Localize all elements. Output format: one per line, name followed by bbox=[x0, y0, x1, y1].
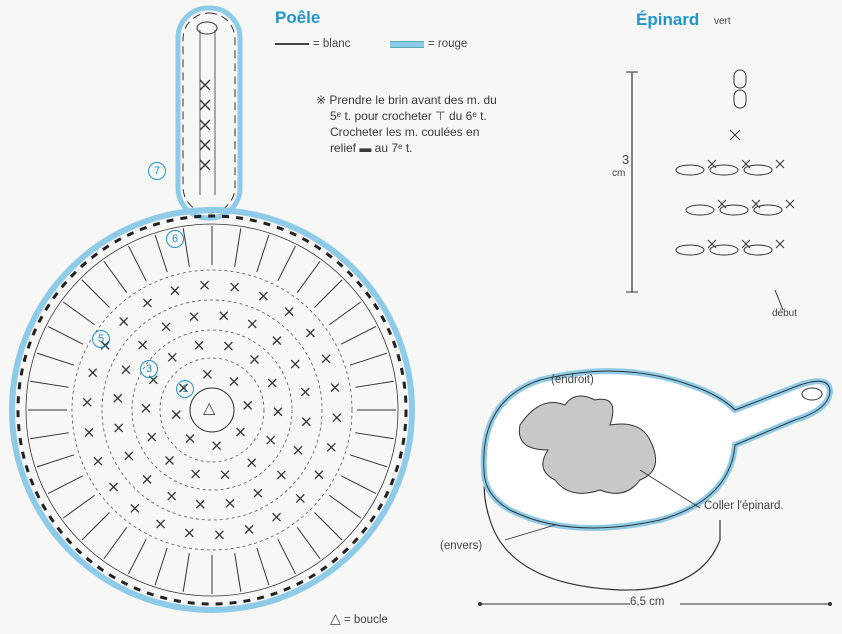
loop-legend-label: = boucle bbox=[344, 614, 388, 626]
epinard-height-value: 3 bbox=[622, 152, 629, 167]
loop-symbol-center: △ bbox=[203, 398, 215, 418]
round-marker-1: 1 bbox=[176, 380, 194, 398]
label-coller-epinard: Coller l'épinard. bbox=[704, 500, 784, 512]
label-endroit: (endroit) bbox=[551, 374, 594, 386]
loop-legend-symbol: △ bbox=[330, 610, 341, 626]
round-marker-3: 3 bbox=[140, 360, 158, 378]
round-marker-7: 7 bbox=[148, 162, 166, 180]
finished-pan-illustration bbox=[478, 371, 832, 606]
epinard-height-unit: cm bbox=[612, 168, 625, 179]
label-envers: (envers) bbox=[440, 540, 482, 552]
round-marker-5: 5 bbox=[92, 330, 110, 348]
loop-legend: △ = boucle bbox=[330, 610, 388, 627]
label-width: 6,5 cm bbox=[630, 596, 665, 608]
epinard-chart bbox=[626, 70, 794, 310]
round-marker-6: 6 bbox=[166, 230, 184, 248]
pan-handle-chart bbox=[178, 8, 240, 218]
epinard-start-label: début bbox=[772, 308, 797, 319]
